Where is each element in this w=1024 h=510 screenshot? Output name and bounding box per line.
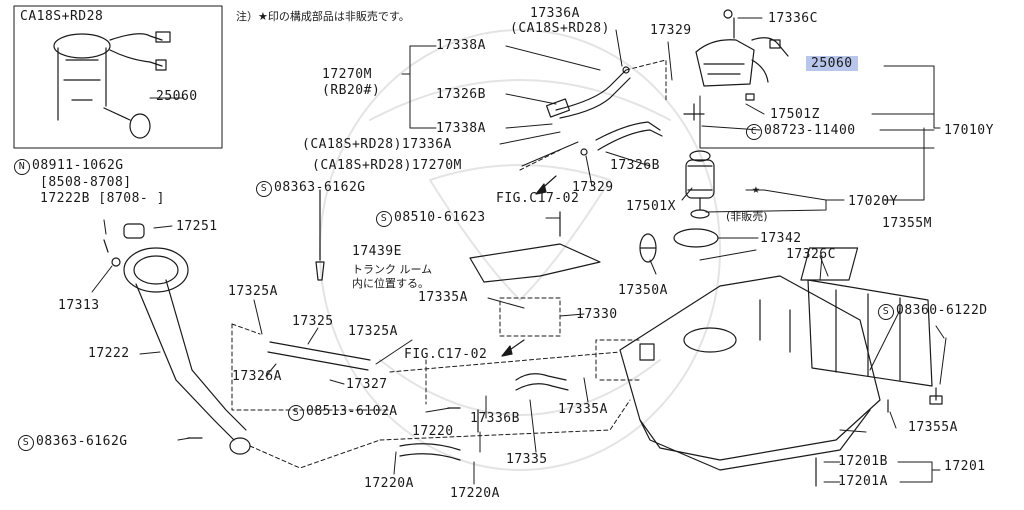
- part-label-17355a[interactable]: 17355A: [908, 420, 958, 435]
- part-label-17326c[interactable]: 17326C: [786, 247, 836, 262]
- circled-s-prefix: S: [18, 435, 34, 451]
- part-label-17270m-ca18s[interactable]: (CA18S+RD28)17270M: [312, 158, 462, 173]
- band-drawing: [639, 233, 657, 263]
- part-label-17336a[interactable]: 17336A: [530, 6, 580, 21]
- part-number: 08363-6162G: [36, 434, 128, 449]
- part-label-17010y[interactable]: 17010Y: [944, 123, 994, 138]
- part-label-17222b[interactable]: 17222B [8708- ]: [40, 191, 165, 206]
- part-label-17325a-upper[interactable]: 17325A: [228, 284, 278, 299]
- circled-s-prefix: S: [376, 211, 392, 227]
- bolt-drawings: [187, 189, 943, 487]
- leader-lines: [91, 17, 947, 485]
- middle-hose-drawing: [267, 341, 569, 461]
- filler-neck-drawing: [103, 223, 251, 455]
- inset-frame: [13, 5, 223, 149]
- part-label-17330[interactable]: 17330: [576, 307, 618, 322]
- part-label-17201a[interactable]: 17201A: [838, 474, 888, 489]
- part-label-17326b-lower[interactable]: 17326B: [610, 158, 660, 173]
- date-range-8508-8708: [8508-8708]: [40, 175, 132, 190]
- inset-fuel-pump-drawing: [53, 31, 185, 139]
- part-label-17350a[interactable]: 17350A: [618, 283, 668, 298]
- part-label-17201[interactable]: 17201: [944, 459, 986, 474]
- part-label-17501x[interactable]: 17501X: [626, 199, 676, 214]
- part-label-17336a-variant: (CA18S+RD28): [510, 21, 610, 36]
- part-label-17336a-variant[interactable]: (CA18S+RD28)17336A: [302, 137, 452, 152]
- part-label-17327[interactable]: 17327: [346, 377, 388, 392]
- pump-assembly-drawing: [683, 9, 789, 219]
- fig-reference-lower[interactable]: FIG.C17-02: [404, 347, 488, 362]
- fuel-tank-drawing: [619, 275, 881, 471]
- dashed-lines: [231, 59, 667, 469]
- part-label-17335a-lower[interactable]: 17335A: [558, 402, 608, 417]
- part-label-17335a-upper[interactable]: 17335A: [418, 290, 468, 305]
- part-label-17270m[interactable]: 17270M: [322, 67, 372, 82]
- part-label-17201b[interactable]: 17201B: [838, 454, 888, 469]
- part-label-17222[interactable]: 17222: [88, 346, 130, 361]
- part-number: 08360-6122D: [896, 303, 988, 318]
- gasket-drawing: [673, 228, 719, 248]
- part-label-17020y[interactable]: 17020Y: [848, 194, 898, 209]
- star-mark: ★: [752, 182, 761, 197]
- part-label-17329-top[interactable]: 17329: [650, 23, 692, 38]
- circled-c-prefix: C: [746, 124, 762, 140]
- part-label-17329-lower[interactable]: 17329: [572, 180, 614, 195]
- part-label-17220a-left[interactable]: 17220A: [364, 476, 414, 491]
- upper-hose-drawing: [545, 66, 663, 156]
- part-number: 08510-61623: [394, 210, 486, 225]
- trunk-room-note-line1: トランク ルーム: [352, 263, 433, 276]
- part-number: 08363-6162G: [274, 180, 366, 195]
- part-label-17335[interactable]: 17335: [506, 452, 548, 467]
- part-label-17220a-right[interactable]: 17220A: [450, 486, 500, 501]
- part-label-25060-highlighted[interactable]: 25060: [806, 56, 858, 71]
- part-label-17326b-upper[interactable]: 17326B: [436, 87, 486, 102]
- fig-arrows: [501, 175, 557, 357]
- part-label-17326a[interactable]: 17326A: [232, 369, 282, 384]
- part-label-25060-inset[interactable]: 25060: [156, 89, 198, 104]
- part-label-17336c[interactable]: 17336C: [768, 11, 818, 26]
- part-label-17325[interactable]: 17325: [292, 314, 334, 329]
- protector-drawing: [469, 243, 601, 283]
- trunk-room-note-line2: 内に位置する。: [352, 277, 429, 290]
- not-sold-note: 注）★印の構成部品は非販売です。: [236, 10, 410, 23]
- inset-title: CA18S+RD28: [20, 9, 104, 24]
- part-label-17270m-variant: (RB20#): [322, 83, 381, 98]
- part-label-17338a-upper[interactable]: 17338A: [436, 38, 486, 53]
- circled-s-prefix: S: [878, 304, 894, 320]
- not-sold-mark: (非販売): [726, 210, 768, 223]
- circled-s-prefix: S: [256, 181, 272, 197]
- part-label-17439e[interactable]: 17439E: [352, 244, 402, 259]
- heat-shield-drawing: [807, 279, 933, 387]
- part-label-17313[interactable]: 17313: [58, 298, 100, 313]
- part-label-17355m[interactable]: 17355M: [882, 216, 932, 231]
- part-number: 08911-1062G: [32, 158, 124, 173]
- part-number: 08513-6102A: [306, 404, 398, 419]
- part-label-17338a-lower[interactable]: 17338A: [436, 121, 486, 136]
- part-label-17501z[interactable]: 17501Z: [770, 107, 820, 122]
- part-label-17251[interactable]: 17251: [176, 219, 218, 234]
- part-label-17220[interactable]: 17220: [412, 424, 454, 439]
- circled-n-prefix: N: [14, 159, 30, 175]
- part-label-17325a-lower[interactable]: 17325A: [348, 324, 398, 339]
- filter-pad-drawing: [800, 247, 859, 281]
- part-label-17336b[interactable]: 17336B: [470, 411, 520, 426]
- circled-s-prefix: S: [288, 405, 304, 421]
- part-number: 08723-11400: [764, 123, 856, 138]
- part-label-17342[interactable]: 17342: [760, 231, 802, 246]
- fig-reference-upper[interactable]: FIG.C17-02: [496, 191, 580, 206]
